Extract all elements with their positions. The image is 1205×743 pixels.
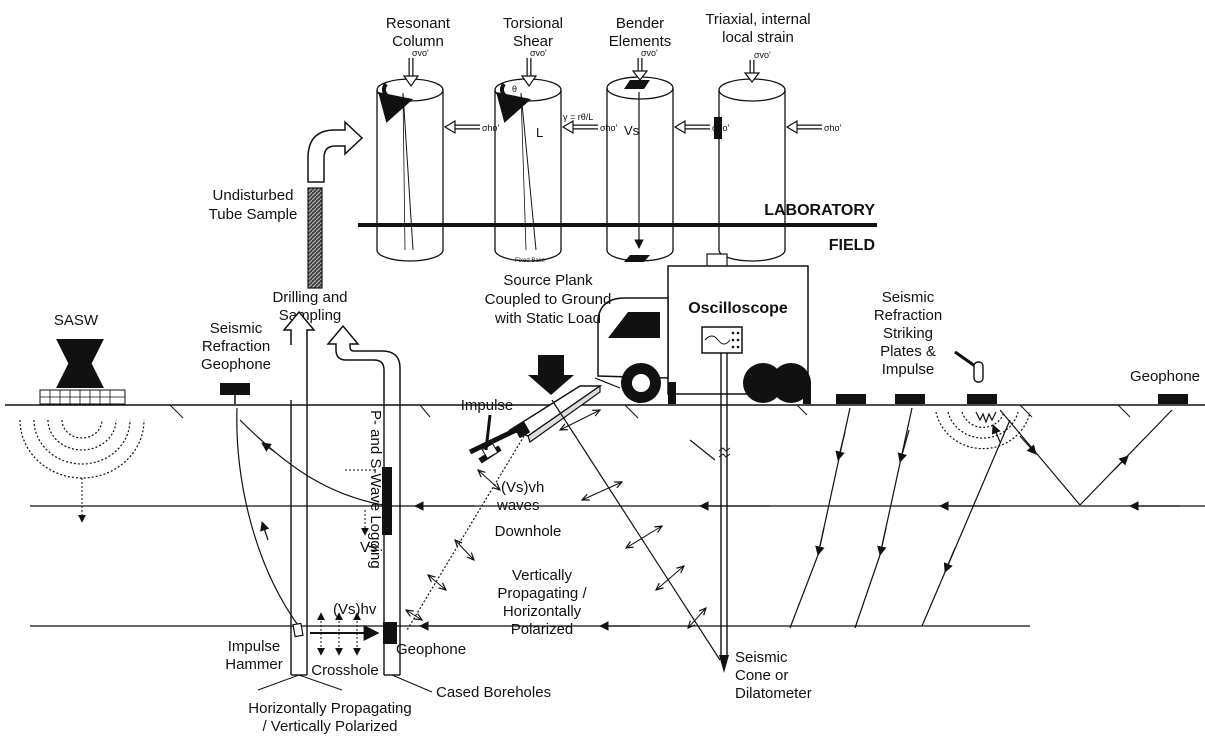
bender-vs: Vs	[624, 123, 640, 138]
oscilloscope-label: Oscilloscope	[688, 300, 788, 317]
bender-sigma-vo: σvo'	[641, 48, 658, 58]
sasw-waves	[19, 419, 145, 479]
polarization-arrows	[406, 410, 706, 628]
sampling-up-arrow	[326, 324, 401, 400]
torsional-shear-specimen: Torsional Shear θ σvo' γ = rθ/L L Fixed …	[494, 15, 618, 264]
vertically-label-3: Horizontally	[503, 603, 582, 620]
striking-label-5: Impulse	[882, 361, 935, 378]
torsional-shear-label-1: Torsional	[503, 15, 563, 32]
cased-boreholes-label: Cased Boreholes	[436, 684, 551, 701]
source-plank-label-3: with Static Load	[494, 310, 601, 327]
torsional-sigma-ho: σho'	[600, 123, 618, 133]
undisturbed-label-2: Tube Sample	[209, 206, 298, 223]
triaxial-label-2: local strain	[722, 29, 794, 46]
tube-sample	[307, 187, 323, 289]
downhole-label: Downhole	[495, 523, 562, 540]
impulse-hammer-right	[973, 361, 984, 383]
undisturbed-label-1: Undisturbed	[213, 187, 294, 204]
resonant-column-label-1: Resonant	[386, 15, 451, 32]
torsional-shear-label-2: Shear	[513, 33, 553, 50]
right-refraction-group: Seismic Refraction Striking Plates & Imp…	[789, 289, 1200, 629]
logging-vs: Vs	[360, 539, 378, 556]
plate-3	[967, 394, 997, 404]
triaxial-label-1: Triaxial, internal	[705, 11, 810, 28]
drilling-label-1: Drilling and	[272, 289, 347, 306]
resonant-column-label-2: Column	[392, 33, 444, 50]
triaxial-specimen: Triaxial, internal local strain σvo' σho…	[705, 11, 842, 262]
theta-symbol: θ	[512, 84, 517, 94]
striking-label-3: Striking	[883, 325, 933, 342]
source-plank-label-1: Source Plank	[503, 272, 593, 289]
field-heading: FIELD	[829, 237, 875, 254]
impulse-label: Impulse	[461, 397, 514, 414]
vertically-label-4: Polarized	[511, 621, 574, 638]
drilling-up-arrow	[282, 310, 316, 400]
refracted-head-waves	[414, 501, 1180, 631]
ground-hatches	[169, 404, 1131, 419]
impulse-hammer-label-1: Impulse	[228, 638, 281, 655]
seismic-cone-label-1: Seismic	[735, 649, 788, 666]
bender-elements-label-2: Elements	[609, 33, 672, 50]
oscilloscope-screen	[701, 326, 743, 354]
striking-label-2: Refraction	[874, 307, 942, 324]
impulse-hammer	[292, 622, 304, 638]
triaxial-sigma-vo: σvo'	[754, 50, 771, 60]
plate-1	[836, 394, 866, 404]
crosshole-label: Crosshole	[311, 662, 379, 679]
vertically-label-2: Propagating /	[497, 585, 587, 602]
impulse-hammer-label-2: Hammer	[225, 656, 283, 673]
geophone-right-label: Geophone	[1130, 368, 1200, 385]
torsional-sigma-vo: σvo'	[530, 48, 547, 58]
plate-2	[895, 394, 925, 404]
refraction-geophone-label-3: Geophone	[201, 356, 271, 373]
seismic-cone-label-3: Dilatometer	[735, 685, 812, 702]
refraction-geophone-label-2: Refraction	[202, 338, 270, 355]
crosshole-boreholes	[282, 310, 401, 676]
laboratory-heading: LABORATORY	[764, 202, 875, 219]
horizontally-label-2: / Vertically Polarized	[262, 718, 397, 735]
horizontally-label-1: Horizontally Propagating	[248, 700, 411, 717]
ps-logging-label: P- and S-Wave Logging	[367, 410, 384, 569]
to-lab-arrow	[307, 120, 364, 183]
resonant-sigma-vo: σvo'	[412, 48, 429, 58]
gamma-formula: γ = rθ/L	[563, 112, 593, 122]
cone-tip	[719, 655, 729, 673]
source-plank-label-2: Coupled to Ground	[485, 291, 612, 308]
seismic-cone-label-2: Cone or	[735, 667, 788, 684]
resonant-sigma-ho: σho'	[482, 123, 500, 133]
logging-probe	[382, 467, 392, 535]
crosshole-geophone	[383, 622, 397, 644]
vertically-label-1: Vertically	[512, 567, 573, 584]
sasw-group: SASW	[19, 312, 145, 523]
resonant-column-specimen: Resonant Column σvo' σho'	[376, 15, 500, 262]
striking-label-1: Seismic	[882, 289, 935, 306]
tube-sample-group: Undisturbed Tube Sample Drilling and Sam…	[209, 120, 364, 324]
vs-vh-label: (Vs)vh	[501, 479, 544, 496]
left-geophone	[220, 383, 250, 395]
vs-hv-label: (Vs)hv	[333, 601, 377, 618]
right-geophone	[1158, 394, 1188, 404]
triaxial-sigma-ho: σho'	[824, 123, 842, 133]
striking-waves	[935, 411, 1031, 450]
fixed-base-label: Fixed Base	[515, 258, 546, 264]
waves-label: waves	[496, 497, 540, 514]
left-refraction-group: Seismic Refraction Geophone	[201, 320, 384, 629]
bender-elements-label-1: Bender	[616, 15, 664, 32]
striking-label-4: Plates &	[880, 343, 936, 360]
static-load-arrow	[528, 355, 574, 395]
sasw-label: SASW	[54, 312, 99, 329]
crosshole-geophone-label: Geophone	[396, 641, 466, 658]
refraction-geophone-label-1: Seismic	[210, 320, 263, 337]
drilling-label-2: Sampling	[279, 307, 342, 324]
truck-oscilloscope: Oscilloscope	[597, 253, 811, 673]
length-label: L	[536, 125, 543, 140]
